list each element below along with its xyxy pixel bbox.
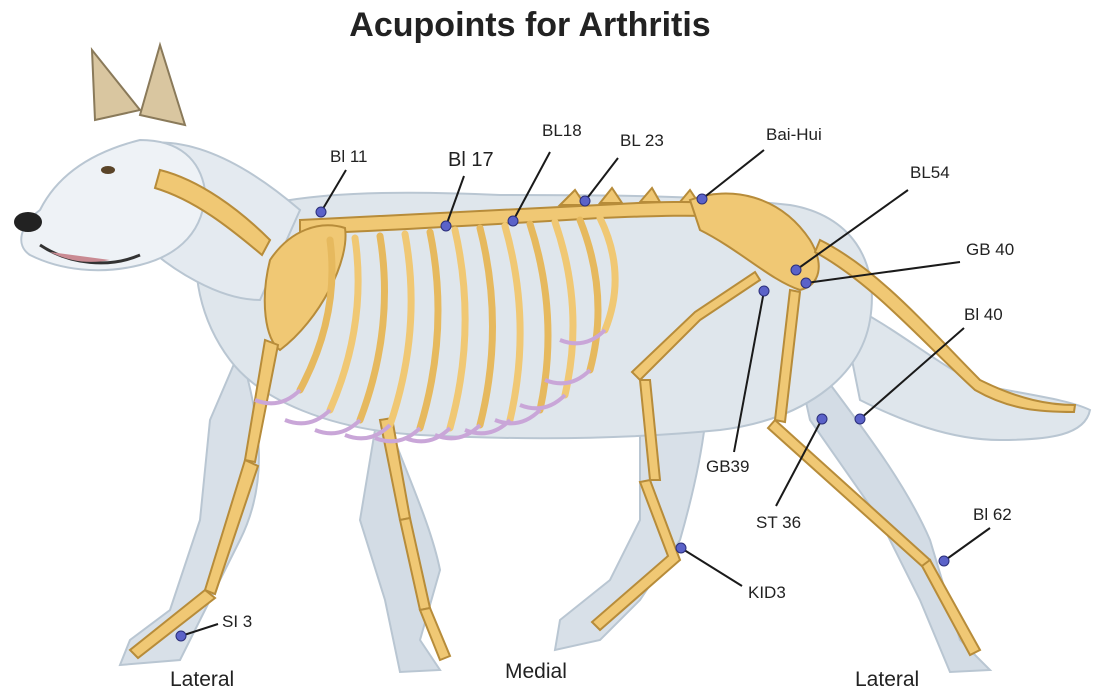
- acupoint-label: SI 3: [222, 612, 252, 631]
- acupoint-dot-icon: [801, 278, 811, 288]
- acupoint-dot-icon: [176, 631, 186, 641]
- acupoint-label: Bl 11: [330, 147, 368, 166]
- acupoint-label: BL18: [542, 121, 582, 140]
- acupoint-dot-icon: [817, 414, 827, 424]
- acupoint-kid3: KID3: [676, 543, 786, 602]
- acupoint-label: Bl 62: [973, 505, 1012, 524]
- acupoint-label: GB39: [706, 457, 749, 476]
- acupoint-dot-icon: [791, 265, 801, 275]
- acupoint-label: BL54: [910, 163, 950, 182]
- acupoint-st36: ST 36: [756, 414, 827, 532]
- acupoint-label: Bl 17: [448, 149, 494, 171]
- leader-line: [681, 548, 742, 586]
- view-label-rear-lateral: Lateral: [855, 668, 919, 690]
- acupoint-dot-icon: [939, 556, 949, 566]
- view-label-medial: Medial: [505, 660, 567, 683]
- leader-line: [944, 528, 990, 561]
- acupoint-dot-icon: [759, 286, 769, 296]
- acupoint-dot-icon: [316, 207, 326, 217]
- leader-line: [702, 150, 764, 199]
- acupoint-dot-icon: [676, 543, 686, 553]
- acupoint-label: BL 23: [620, 131, 664, 150]
- acupoint-dot-icon: [580, 196, 590, 206]
- acupoint-label: GB 40: [966, 240, 1014, 259]
- acupoint-label: Bl 40: [964, 305, 1003, 324]
- acupoint-bl62: Bl 62: [939, 505, 1012, 566]
- acupoint-dot-icon: [855, 414, 865, 424]
- acupoint-baihui: Bai-Hui: [697, 125, 822, 204]
- acupoint-dot-icon: [441, 221, 451, 231]
- view-label-front-lateral: Lateral: [170, 668, 234, 690]
- acupoint-label: ST 36: [756, 513, 801, 532]
- acupoint-dot-icon: [508, 216, 518, 226]
- acupoint-dot-icon: [697, 194, 707, 204]
- acupoint-label: Bai-Hui: [766, 125, 822, 144]
- acupoint-label: KID3: [748, 583, 786, 602]
